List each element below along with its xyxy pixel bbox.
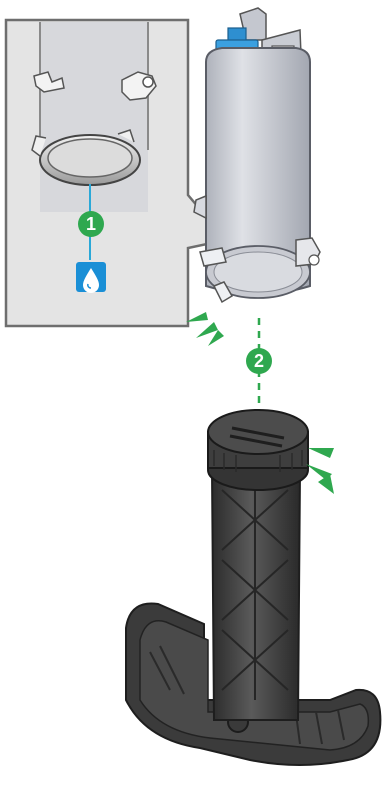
cartridge-tab-left bbox=[200, 248, 226, 266]
step-1-badge: 1 bbox=[78, 211, 104, 237]
filter-cartridge bbox=[194, 8, 320, 302]
filter-holder bbox=[126, 410, 380, 765]
step-2-badge: 2 bbox=[246, 348, 272, 374]
cartridge-clip-right bbox=[296, 238, 320, 266]
click-indicator-upper bbox=[186, 312, 224, 346]
click-indicator-lower bbox=[306, 448, 334, 494]
inset-panel bbox=[6, 20, 226, 326]
water-drop-icon bbox=[76, 262, 106, 293]
